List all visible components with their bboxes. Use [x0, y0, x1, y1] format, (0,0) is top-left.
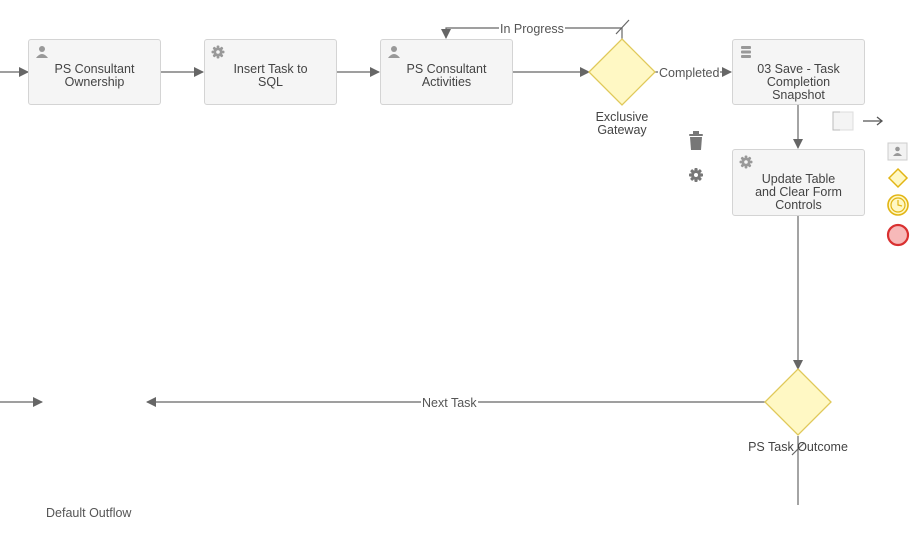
connect-arrow-icon[interactable]	[863, 116, 884, 126]
flow-label-completed: Completed	[658, 66, 721, 80]
task-ps-consultant-activities[interactable]: PS Consultant Activities	[380, 39, 513, 105]
task-insert-task-to-sql[interactable]: Insert Task to SQL	[204, 39, 337, 105]
default-flow-marker	[791, 442, 805, 456]
task-ps-consultant-ownership[interactable]: PS Consultant Ownership	[28, 39, 161, 105]
ps-task-outcome-label: PS Task Outcome	[748, 440, 848, 454]
ps-task-outcome-gateway-shape[interactable]	[764, 368, 832, 436]
end-event-icon[interactable]	[886, 223, 910, 247]
gear-icon	[211, 45, 225, 59]
task-label: Update Table and Clear Form Controls	[755, 172, 842, 212]
exclusive-gateway-shape[interactable]	[588, 38, 656, 106]
task-03-save-task-completion-snapshot[interactable]: 03 Save - Task Completion Snapshot	[732, 39, 865, 105]
task-label: PS Consultant Activities	[406, 62, 487, 89]
user-icon	[36, 46, 48, 58]
task-label: Insert Task to SQL	[233, 62, 308, 89]
gateway-icon[interactable]	[887, 167, 909, 189]
exclusive-gateway-label: Exclusive Gateway	[595, 110, 649, 137]
task-label: 03 Save - Task Completion Snapshot	[757, 62, 840, 102]
flow-label-in-progress: In Progress	[499, 22, 565, 36]
task-label: PS Consultant Ownership	[54, 62, 135, 89]
task-update-table-and-clear-form-controls[interactable]: Update Table and Clear Form Controls	[732, 149, 865, 216]
gear-icon	[739, 155, 753, 169]
default-flow-marker	[615, 19, 630, 35]
data-store-icon	[741, 46, 751, 58]
timer-event-icon[interactable]	[887, 194, 909, 216]
user-task-icon[interactable]	[887, 142, 908, 161]
flow-label-next-task: Next Task	[421, 396, 478, 410]
flow-label-default-outflow: Default Outflow	[45, 506, 133, 520]
trash-icon[interactable]	[689, 131, 703, 150]
user-icon	[388, 46, 400, 58]
annotation-icon[interactable]	[832, 111, 854, 131]
gear-icon[interactable]	[689, 168, 703, 182]
